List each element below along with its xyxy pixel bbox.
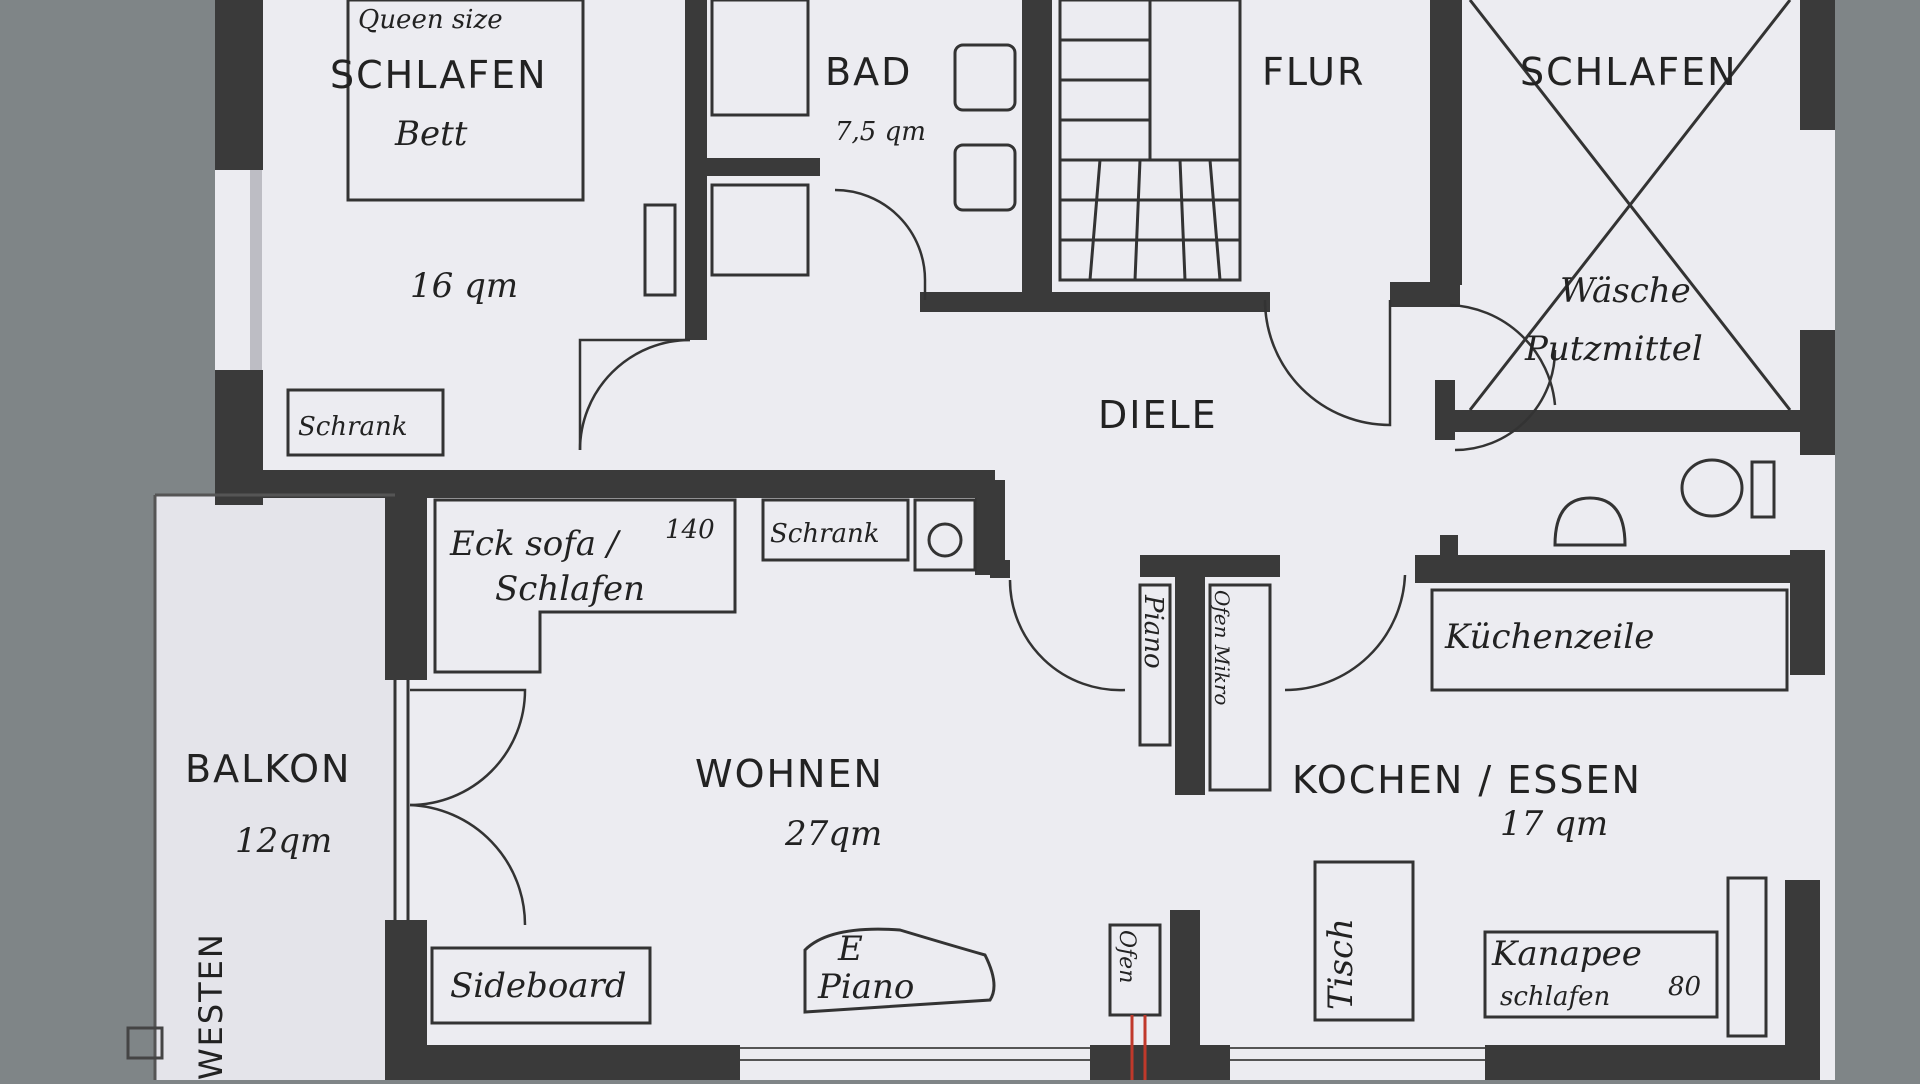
bedroom-wardrobe [286,388,445,457]
room-name-kochen: KOCHEN / ESSEN [1292,758,1642,802]
e-piano-label-bottom: Piano [817,967,914,1007]
dining-table [1313,860,1415,1022]
kitchen-side-cabinet [1726,876,1768,1038]
bedroom-wardrobe-label: Schrank [298,412,408,442]
room-name-bad: BAD [825,50,912,94]
door-swings [409,188,1557,926]
bed [346,0,585,202]
room-name-flur: FLUR [1262,50,1365,94]
bathtub [710,0,810,117]
room-area-bad: 7,5 qm [835,117,926,147]
room-area-balkon: 12qm [235,821,332,861]
balcony-outline [153,493,395,1080]
storage-label-putzmittel: Putzmittel [1524,329,1703,369]
oven-microwave-label: Ofen Mikro [1210,590,1234,705]
living-wardrobe-label: Schrank [770,519,880,549]
stove [1108,923,1162,1017]
sideboard-label: Sideboard [450,966,627,1006]
kanapee-label-line2: schlafen [1500,982,1610,1012]
door-balcony-upper [409,688,527,807]
room-name-schlafen-2: SCHLAFEN [1520,50,1738,94]
door-bath [834,188,927,300]
door-balcony-lower [409,803,527,926]
storage-room-cross [1468,0,1792,411]
wc-toilet-icon [1680,458,1744,518]
wc-basin-icon [1553,496,1627,547]
wc-cistern [1750,460,1776,519]
sofa-label-line2: Schlafen [495,569,645,609]
dining-table-label: Tisch [1321,918,1361,1010]
fixtures [286,0,1792,1038]
bed-label-bottom: Bett [394,114,468,154]
door-wc [1454,349,1557,452]
bath-cabinet [643,203,677,297]
kitchen-counter [1430,588,1789,692]
room-area-wohnen: 27qm [784,814,882,854]
living-wardrobe [761,498,910,562]
e-piano [803,927,996,1014]
balcony-post-icon [126,1026,164,1060]
kanapee-size: 80 [1668,972,1701,1002]
room-name-wohnen: WOHNEN [695,752,884,796]
oven-microwave-cabinet [1208,583,1272,792]
bath-basin-2-icon [953,143,1017,212]
piano-cabinet [1138,583,1172,747]
shower [710,183,810,277]
room-area-kochen: 17 qm [1500,804,1608,844]
kanapee [1483,930,1719,1019]
washing-machine-icon [913,498,977,572]
kitchen-counter-label: Küchenzeile [1444,617,1654,657]
sofa-size: 140 [665,515,715,545]
door-kochen [1284,574,1407,692]
door-flur [1263,299,1392,427]
sideboard [430,946,652,1025]
room-labels: SCHLAFEN 16 qm BAD 7,5 qm FLUR SCHLAFEN … [185,50,1738,861]
room-name-schlafen: SCHLAFEN [330,53,548,97]
bed-label-top: Queen size [358,5,503,35]
door-storage [1449,303,1557,406]
staircase [1058,0,1242,282]
door-wohnen [1008,579,1126,692]
storage-label-waesche: Wäsche [1560,271,1691,311]
room-name-balkon: BALKON [185,747,351,791]
e-piano-label-top: E [837,929,863,969]
stove-label: Ofen [1114,930,1139,983]
room-area-schlafen: 16 qm [410,266,518,306]
furniture-labels: Queen size Bett Schrank Eck sofa / 140 S… [298,5,1703,1012]
kanapee-label-line1: Kanapee [1491,934,1642,974]
bath-basin-1-icon [953,43,1017,112]
walls [215,0,1835,1080]
compass-label: WESTEN [192,932,230,1080]
piano-cabinet-label: Piano [1138,594,1168,669]
corner-sofa [433,498,737,674]
paper-balcony [155,495,395,1080]
door-bedroom [578,338,690,450]
sofa-label-line1: Eck sofa / [449,524,622,564]
room-name-diele: DIELE [1098,393,1218,437]
windows [740,1047,1485,1061]
